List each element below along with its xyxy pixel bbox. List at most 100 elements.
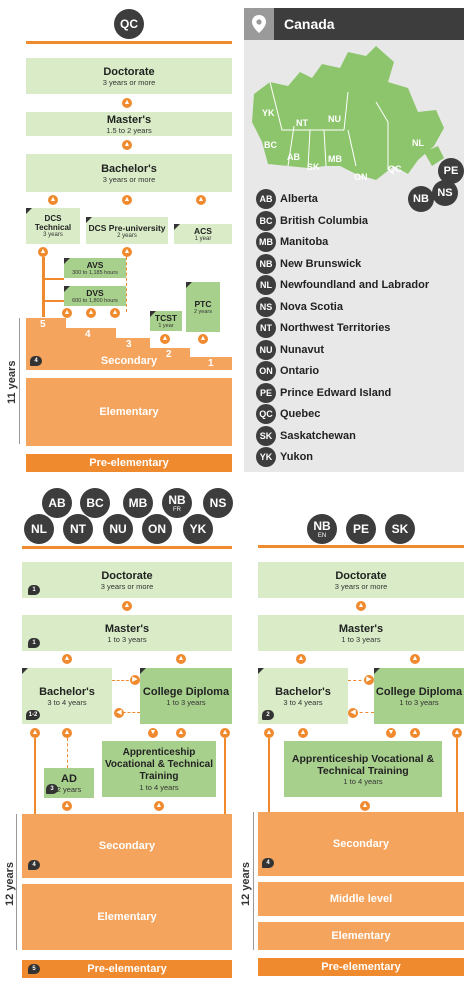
location-pin-icon [244,8,274,40]
map-label: YK [262,108,275,118]
g2-masters-box: Master's 1 to 3 years [22,615,232,651]
province-tag: NT [63,514,93,544]
qc-top-line [26,41,232,44]
province-tag: SK [385,514,415,544]
map-label: NL [412,138,424,148]
arrow-right-icon: ▶ [364,675,374,685]
note-icon: 1 [28,638,40,648]
arrow-up-icon: ▲ [264,728,274,738]
note-icon: 5 [28,964,40,974]
arrow-up-icon: ▲ [122,98,132,108]
map-tag-nb: NB [408,186,434,212]
map-tag-pe: PE [438,158,464,184]
canada-title: Canada [274,8,464,40]
province-tag: AB [42,488,72,518]
path-line [268,738,270,812]
arrow-up-icon: ▲ [360,801,370,811]
map-label: AB [287,152,300,162]
arrow-up-icon: ▲ [410,654,420,664]
arrow-up-icon: ▲ [86,308,96,318]
province-tag: NS [203,488,233,518]
path-line [456,738,458,812]
group2-top-line [22,546,232,549]
connector-dashed [354,712,374,713]
arrow-up-icon: ▲ [452,728,462,738]
qc-acs-box: ACS 1 year [174,224,232,244]
g3-elementary-box: Elementary [258,922,464,950]
qc-tag: QC [114,9,144,39]
arrow-up-icon: ▲ [220,728,230,738]
g3-college-box: College Diploma 1 to 3 years [374,668,464,724]
g3-secondary-box: Secondary [258,812,464,876]
qc-path-line [42,257,45,317]
qc-bachelors-box: Bachelor's 3 years or more [26,154,232,192]
path-line [34,738,36,814]
qc-secondary-label: Secondary [100,355,158,367]
path-line [224,738,226,814]
province-tag: MB [123,488,153,518]
arrow-left-icon: ◀ [114,708,124,718]
qc-preelementary-bar: Pre-elementary [26,454,232,472]
qc-avs-box: AVS 300 to 1,185 hours [64,258,126,278]
arrow-up-icon: ▲ [62,308,72,318]
arrow-up-icon: ▲ [122,195,132,205]
map-label: MB [328,154,342,164]
map-label: QC [388,164,402,174]
arrow-up-icon: ▲ [122,140,132,150]
qc-dcs-preuniversity-box: DCS Pre-university 2 years [86,217,168,244]
group3-top-line [258,545,464,548]
qc-path-line [42,300,64,302]
qc-tcst-box: TCST 1 year [150,311,182,331]
g2-secondary-box: Secondary [22,814,232,878]
arrow-down-icon: ▼ [386,728,396,738]
arrow-down-icon: ▼ [148,728,158,738]
g3-years-label: 12 years [240,861,252,906]
arrow-up-icon: ▲ [176,654,186,664]
arrow-up-icon: ▲ [110,308,120,318]
note-4-icon: 4 [30,356,42,366]
qc-dcs-technical-box: DCS Technical 3 years [26,208,80,244]
arrow-up-icon: ▲ [62,728,72,738]
note-icon: 4 [262,858,274,868]
map-label: NT [296,118,308,128]
arrow-up-icon: ▲ [196,195,206,205]
arrow-up-icon: ▲ [62,801,72,811]
g3-preelementary-bar: Pre-elementary [258,958,464,976]
g2-apprenticeship-box: Apprenticeship Vocational & Technical Tr… [102,741,216,797]
qc-years-label: 11 years [6,360,18,404]
arrow-up-icon: ▲ [38,247,48,257]
province-tag: BC [80,488,110,518]
arrow-up-icon: ▲ [154,801,164,811]
g2-doctorate-box: Doctorate 3 years or more [22,562,232,598]
arrow-right-icon: ▶ [130,675,140,685]
path-dashed [67,738,68,768]
arrow-up-icon: ▲ [62,654,72,664]
note-icon: 2 [262,710,274,720]
note-icon: 4 [28,860,40,870]
province-tag: NU [103,514,133,544]
canada-map [252,46,444,180]
arrow-left-icon: ◀ [348,708,358,718]
connector-dashed [118,712,140,713]
step-label: 1 [208,358,214,369]
g2-elementary-box: Elementary [22,884,232,950]
arrow-up-icon: ▲ [122,247,132,257]
arrow-up-icon: ▲ [198,334,208,344]
step-label: 4 [85,329,91,340]
qc-dvs-box: DVS 600 to 1,800 hours [64,286,126,306]
qc-secondary-step [150,348,190,370]
qc-path-dashed [126,257,127,312]
province-tag: YK [183,514,213,544]
arrow-up-icon: ▲ [176,728,186,738]
